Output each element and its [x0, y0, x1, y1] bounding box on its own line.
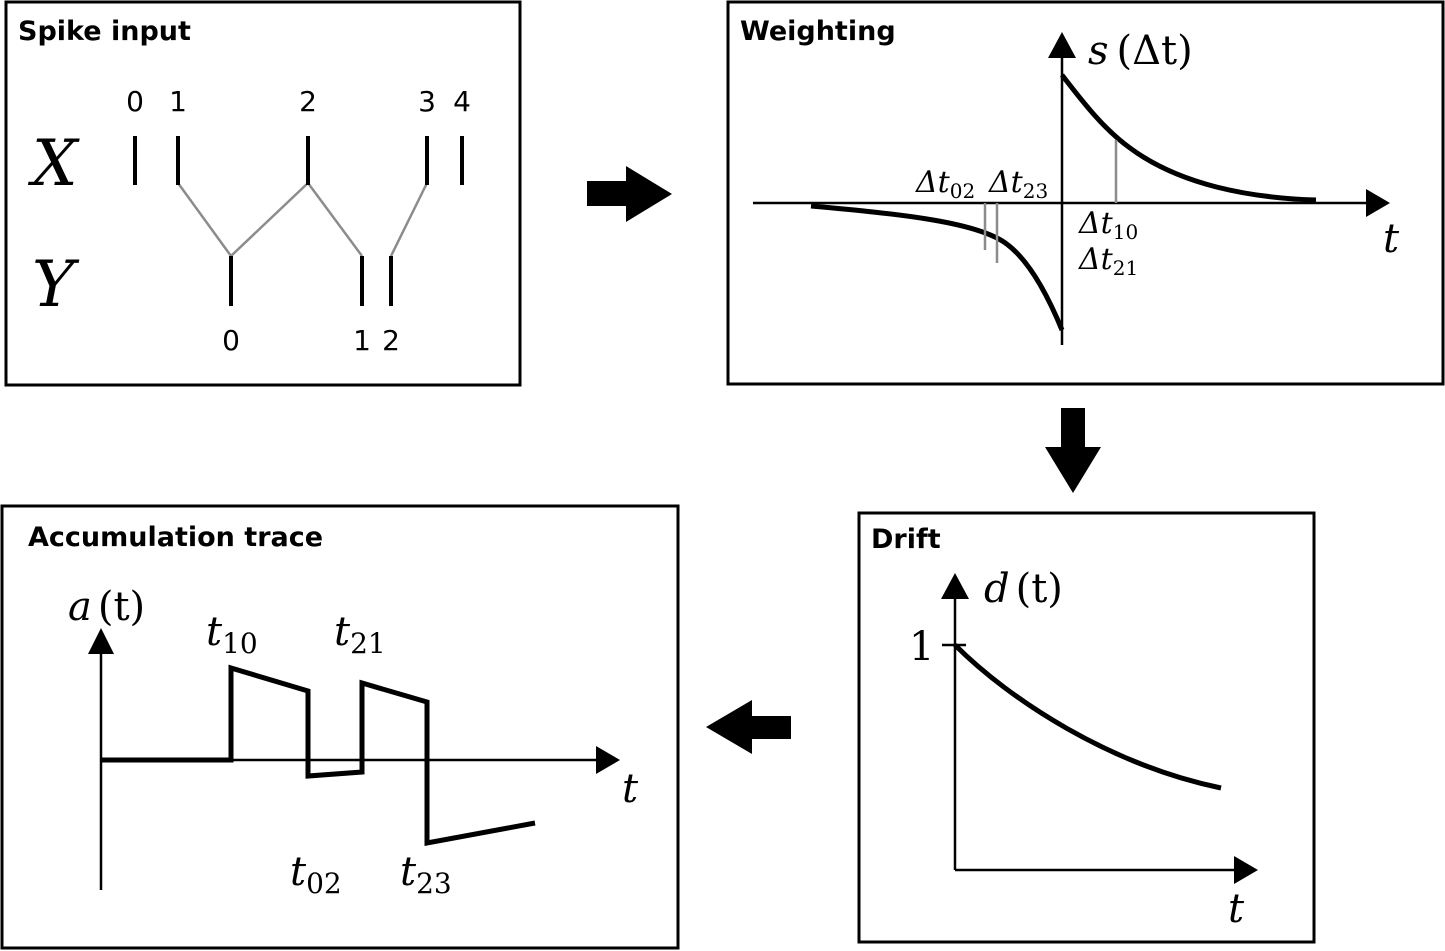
spike-input-panel: Spike input X Y 0 1 2 3 4 0 1 2 [4, 0, 522, 387]
label-dt02: Δt02 [915, 165, 975, 203]
weighting-y-label: s(Δt) [1088, 28, 1193, 74]
arrow-head-icon [596, 746, 620, 774]
spike-input-title: Spike input [18, 16, 191, 47]
label-dt10: Δt10 [1078, 206, 1138, 244]
accumulation-title: Accumulation trace [28, 522, 323, 553]
weighting-panel: Weighting s(Δt) t Δt02 Δt23 Δt10 Δt21 [726, 0, 1445, 386]
x-spike-label: 0 [126, 85, 144, 118]
label-t10: t10 [206, 609, 258, 660]
weighting-negative-curve [810, 203, 1065, 331]
drift-tick-label: 1 [909, 624, 934, 670]
accumulation-panel: Accumulation trace a(t) t t10 t21 t02 t2… [0, 504, 680, 950]
arrow-right-icon [587, 166, 672, 222]
arrow-down-icon [1045, 408, 1101, 493]
accumulation-y-label: a(t) [68, 584, 145, 630]
weighting-x-label: t [1383, 216, 1400, 262]
drift-x-label: t [1228, 886, 1245, 932]
arrow-left-icon [706, 700, 791, 754]
x-spike-label: 1 [169, 85, 187, 118]
drift-frame [857, 511, 1316, 944]
y-spike-label: 1 [353, 324, 371, 357]
arrow-head-icon [88, 628, 114, 654]
spike-connector [176, 181, 364, 258]
weighting-positive-curve [1060, 73, 1317, 203]
arrow-head-icon [1234, 856, 1258, 884]
y-spike-label: 2 [382, 324, 400, 357]
drift-title: Drift [871, 524, 941, 555]
accumulation-frame [0, 504, 680, 950]
weighting-frame [726, 0, 1445, 386]
accumulation-x-label: t [622, 766, 639, 812]
y-spike-label: 0 [222, 324, 240, 357]
row-label-x: X [27, 127, 80, 201]
label-t23: t23 [400, 849, 452, 900]
spike-input-frame [4, 0, 522, 387]
arrow-head-icon [1366, 189, 1390, 217]
arrow-head-icon [941, 573, 969, 599]
row-label-y: Y [32, 248, 80, 322]
label-dt23: Δt23 [988, 165, 1048, 203]
label-t21: t21 [334, 609, 386, 660]
accumulation-trace [101, 664, 536, 847]
x-spike-label: 2 [299, 85, 317, 118]
arrow-head-icon [1048, 32, 1076, 58]
spike-connector [389, 182, 429, 257]
weighting-title: Weighting [740, 16, 896, 47]
drift-panel: Drift 1 d(t) t [857, 511, 1316, 944]
label-dt21: Δt21 [1078, 242, 1138, 280]
drift-curve [953, 643, 1222, 791]
drift-y-label: d(t) [984, 566, 1063, 612]
label-t02: t02 [290, 849, 342, 900]
x-spike-label: 4 [453, 85, 471, 118]
x-spike-label: 3 [418, 85, 436, 118]
